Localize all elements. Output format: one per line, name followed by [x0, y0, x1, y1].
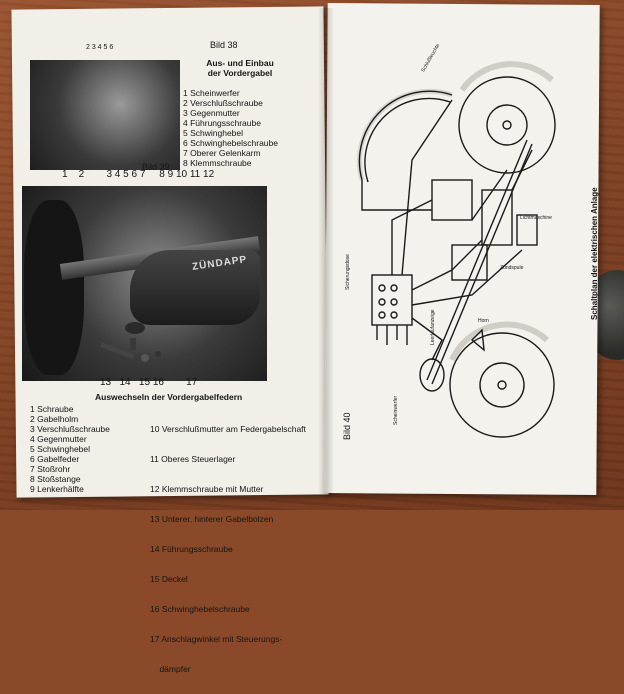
wiring-diagram: [356, 61, 556, 438]
fig40-label: Bild 40: [342, 412, 352, 440]
legend-item: 7 Oberer Gelenkarm: [183, 148, 261, 158]
legend-item: 8 Stoßstange: [30, 474, 81, 484]
legend-item: 16 Schwinghebelschraube: [150, 604, 250, 614]
label-sicherungsdose: Sicherungsdose: [345, 254, 351, 290]
fig39-top-numbers: 1 2 3 4 5 6 7 8 9 10 11 12: [62, 169, 215, 180]
front-wheel: [24, 200, 84, 375]
legend-item: 1 Schraube: [30, 404, 74, 414]
label-horn: Horn: [478, 318, 489, 324]
legend-item: 1 Scheinwerfer: [183, 88, 240, 98]
legend-item: 3 Verschlußschraube: [30, 424, 110, 434]
legend-item: dämpfer: [150, 664, 191, 674]
fig38-label: Bild 38: [210, 40, 238, 50]
fig38-caption-line2: der Vordergabel: [207, 68, 273, 78]
label-lichtmaschine: Lichtmaschine: [520, 215, 552, 221]
legend-item: 6 Gabelfeder: [30, 454, 80, 464]
photo-scene: 2 3 4 5 6 Bild 38 Aus- und Einbau der Vo…: [0, 0, 624, 674]
fuel-tank: [130, 250, 260, 325]
legend-item: 17 Anschlagwinkel mit Steuerungs-: [150, 634, 283, 644]
fig38-top-numbers: 2 3 4 5 6: [86, 44, 114, 51]
legend-item: 8 Klemmschraube: [183, 158, 252, 168]
loose-parts: [99, 322, 161, 362]
legend-item: 4 Führungsschraube: [183, 118, 261, 128]
legend-item: 2 Gabelholm: [30, 414, 79, 424]
legend-item: 15 Deckel: [150, 574, 188, 584]
fig38-caption: Aus- und Einbau der Vordergabel: [185, 58, 295, 78]
fig39-label: Bild 39: [142, 162, 170, 172]
legend-item: 12 Klemmschraube mit Mutter: [150, 484, 264, 494]
legend-item: 9 Lenkerhälfte: [30, 484, 84, 494]
figure-38-photo: [30, 60, 180, 170]
fig39-bottom-numbers: 13 14 15 16 17: [100, 377, 198, 388]
label-scheinwerfer: Scheinwerfer: [393, 395, 399, 425]
fig39-caption: Auswechseln der Vordergabelfedern: [95, 392, 243, 402]
fig40-title: Schaltplan der elektrischen Anlage: [590, 187, 599, 320]
legend-item: 4 Gegenmutter: [30, 434, 87, 444]
fig38-caption-line1: Aus- und Einbau: [206, 58, 274, 68]
label-zuendspule: Zündspule: [500, 265, 524, 271]
label-leerlaufanzeige: Leerlaufanzeige: [430, 309, 436, 345]
legend-item: 14 Führungsschraube: [150, 544, 233, 554]
legend-item: 10 Verschlußmutter am Federgabelschaft: [150, 424, 306, 434]
book-gutter: [318, 8, 334, 494]
legend-item: 2 Verschlußschraube: [183, 98, 263, 108]
legend-item: 5 Schwinghebel: [183, 128, 244, 138]
fig39-legend-col1: 1 Schraube 2 Gabelholm 3 Verschlußschrau…: [30, 404, 110, 494]
legend-item: 13 Unterer, hinterer Gabelbolzen: [150, 514, 274, 524]
fig38-legend: 1 Scheinwerfer 2 Verschlußschraube 3 Geg…: [183, 88, 278, 168]
legend-item: 11 Oberes Steuerlager: [150, 454, 236, 464]
legend-item: 6 Schwinghebelschraube: [183, 138, 278, 148]
legend-item: 7 Stoßrohr: [30, 464, 71, 474]
fig39-legend-col2: 10 Verschlußmutter am Federgabelschaft 1…: [150, 404, 306, 694]
legend-item: 3 Gegenmutter: [183, 108, 240, 118]
legend-item: 5 Schwinghebel: [30, 444, 91, 454]
